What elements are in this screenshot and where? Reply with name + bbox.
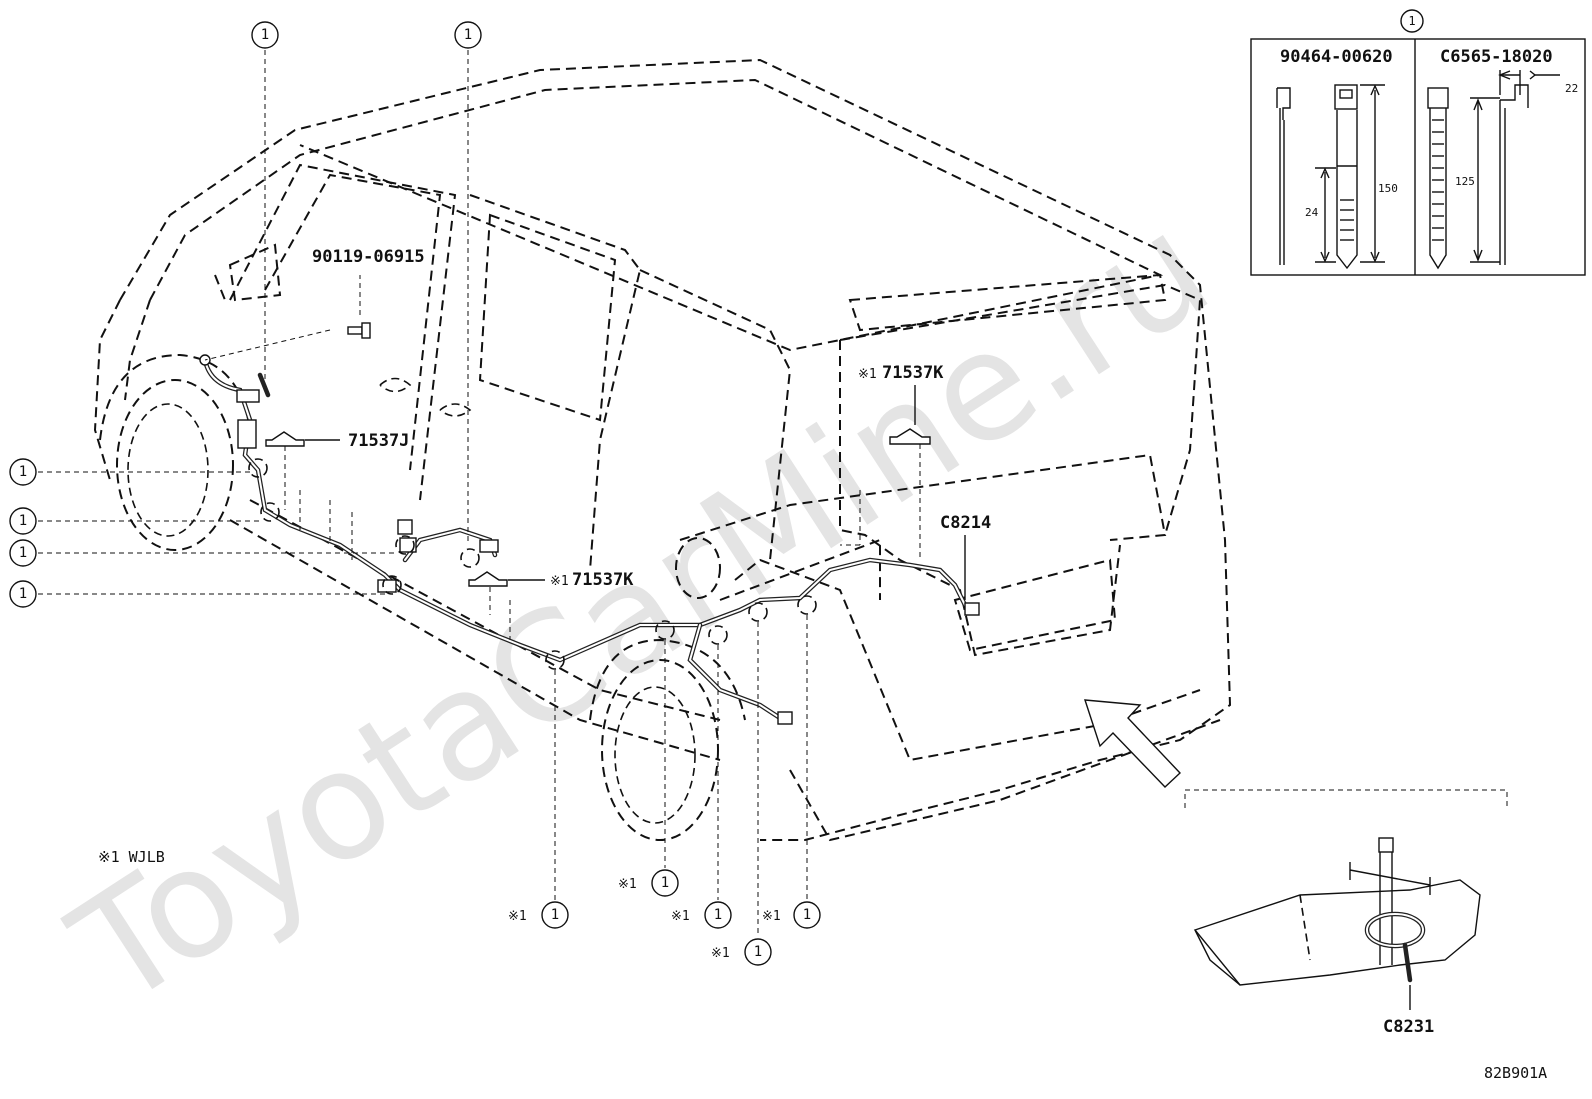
cable-tie-inset: 1 90464-00620 C6565-18020 150 24	[1250, 9, 1586, 276]
svg-text:1: 1	[803, 907, 811, 923]
svg-text:1: 1	[19, 586, 27, 602]
dim-150-label: 150	[1378, 182, 1398, 195]
harness-connector	[397, 519, 413, 535]
harness-connector	[777, 711, 793, 725]
svg-text:※1: ※1	[618, 877, 637, 892]
bolt-part	[204, 275, 371, 361]
callout-leaders	[38, 50, 808, 937]
callout-ref-bottom-4: ※1 1	[711, 938, 772, 966]
detail-view	[1184, 789, 1508, 1010]
svg-text:※1: ※1	[762, 909, 781, 924]
clamp-j-label: 71537J	[348, 431, 409, 451]
svg-text:1: 1	[714, 907, 722, 923]
harness-connector	[964, 602, 980, 616]
svg-text:1: 1	[19, 464, 27, 480]
svg-text:※1: ※1	[508, 909, 527, 924]
bolt-label: 90119-06915	[312, 247, 425, 267]
inset-part-a-label: 90464-00620	[1280, 47, 1393, 67]
note-legend: ※1 WJLB	[98, 848, 165, 866]
watermark: ToyotaCarMine.ru	[44, 181, 1239, 1041]
inset-b-teeth	[1432, 119, 1444, 241]
svg-text:※1: ※1	[671, 909, 690, 924]
clamp-k-lower-label: 71537K	[572, 570, 634, 590]
svg-text:1: 1	[19, 545, 27, 561]
inset-part-b-label: C6565-18020	[1440, 47, 1553, 67]
inset-a-teeth	[1340, 199, 1354, 241]
svg-text:※1: ※1	[711, 946, 730, 961]
callout-ref-left-1: 1	[9, 458, 37, 486]
harness-connector	[237, 419, 257, 449]
harness-connector	[479, 539, 499, 553]
harness-connector	[377, 579, 397, 593]
callout-ref-bottom-3: ※1 1	[671, 901, 732, 929]
clamp-j-part	[265, 431, 353, 560]
harness-connector	[236, 389, 260, 403]
detail-view-arrow	[1084, 699, 1181, 788]
callout-ref-bottom-1: ※1 1	[508, 901, 569, 929]
svg-text:1: 1	[661, 875, 669, 891]
svg-text:1: 1	[1408, 14, 1415, 28]
clamp-k-lower-note: ※1	[550, 574, 569, 589]
callout-ref-left-3: 1	[9, 539, 37, 567]
dim-125-label: 125	[1455, 175, 1475, 188]
callout-ref-left-2: 1	[9, 507, 37, 535]
connector-c8231-label: C8231	[1383, 1017, 1434, 1037]
callout-ref-bottom-2: ※1 1	[618, 869, 679, 897]
clamp-k-upper-part	[840, 385, 931, 560]
callout-ref-top-1: 1	[251, 21, 279, 49]
dim-24-label: 24	[1305, 206, 1319, 219]
drawing-code: 82B901A	[1484, 1064, 1547, 1082]
svg-text:1: 1	[464, 27, 472, 43]
clamp-k-upper-note: ※1	[858, 367, 877, 382]
callout-ref-left-4: 1	[9, 580, 37, 608]
svg-text:1: 1	[754, 944, 762, 960]
inset-frame	[1250, 38, 1586, 276]
inset-header-ref: 1	[1400, 9, 1424, 33]
clamp-k-lower-part	[468, 571, 545, 640]
dim-22-label: 22	[1565, 82, 1578, 95]
svg-text:1: 1	[261, 27, 269, 43]
callout-ref-top-2: 1	[454, 21, 482, 49]
clamp-k-upper-label: 71537K	[882, 363, 944, 383]
connector-c8214-label: C8214	[940, 513, 991, 533]
wire-harness	[199, 354, 980, 725]
svg-text:1: 1	[19, 513, 27, 529]
svg-text:1: 1	[551, 907, 559, 923]
harness-connector	[399, 537, 417, 553]
callout-ref-bottom-5: ※1 1	[762, 901, 821, 929]
